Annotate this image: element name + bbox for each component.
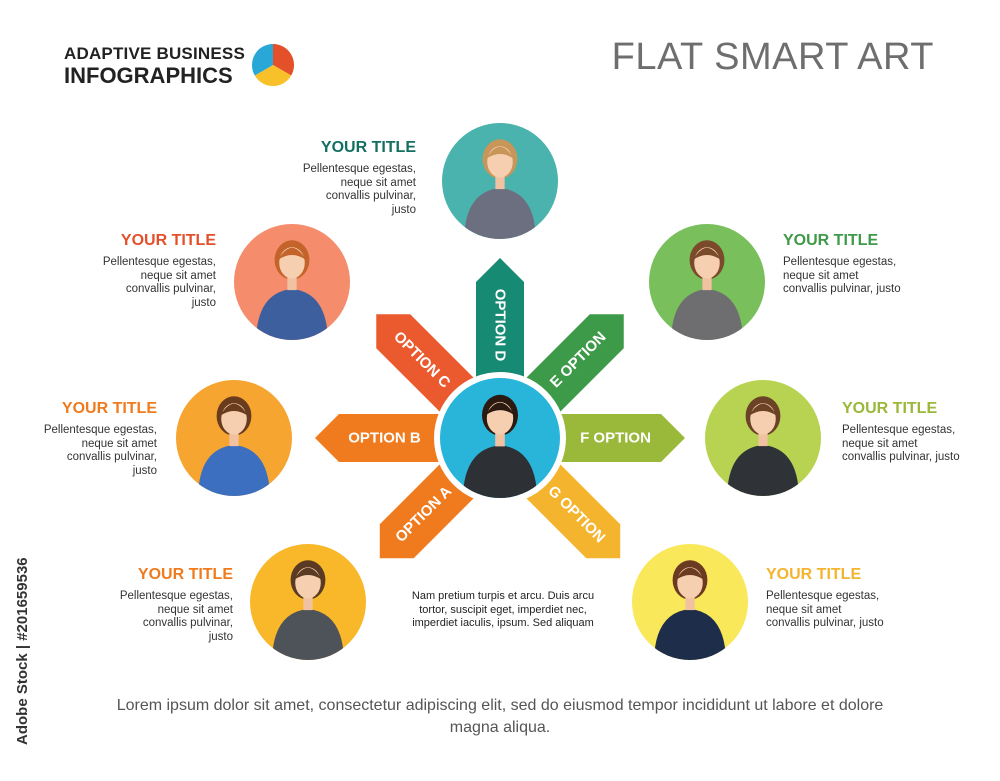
option-arrow-label: F OPTION bbox=[580, 430, 651, 447]
person-icon-4 bbox=[272, 560, 344, 660]
item-desc-g: Pellentesque egestas, neque sit amet con… bbox=[766, 590, 884, 629]
item-title-d: YOUR TITLE bbox=[320, 139, 416, 156]
side-watermark-text: Adobe Stock | #201659536 bbox=[14, 557, 31, 745]
option-arrow-label: OPTION D bbox=[492, 289, 509, 362]
center-text: Nam pretium turpis et arcu. Duis arcu to… bbox=[411, 590, 595, 629]
person-icon-5 bbox=[671, 240, 743, 340]
item-title-a: YOUR TITLE bbox=[137, 566, 233, 583]
item-desc-b: Pellentesque egestas, neque sit amet con… bbox=[43, 424, 157, 477]
main-title: FLAT SMART ART bbox=[611, 36, 934, 78]
item-title-b: YOUR TITLE bbox=[61, 400, 157, 417]
pie-logo-icon bbox=[252, 44, 294, 86]
item-desc-d: Pellentesque egestas, neque sit amet con… bbox=[302, 163, 416, 216]
brand: ADAPTIVE BUSINESS INFOGRAPHICS bbox=[64, 44, 245, 89]
item-title-e: YOUR TITLE bbox=[783, 232, 879, 249]
person-icon-2 bbox=[256, 240, 328, 340]
person-icon-1 bbox=[464, 139, 536, 239]
person-icon-7 bbox=[654, 560, 726, 660]
item-desc-f: Pellentesque egestas, neque sit amet con… bbox=[842, 424, 960, 463]
side-watermark: Adobe Stock | #201659536 bbox=[14, 545, 31, 760]
person-icon-6 bbox=[727, 396, 799, 496]
brand-line1: ADAPTIVE BUSINESS bbox=[64, 44, 245, 63]
item-title-g: YOUR TITLE bbox=[766, 566, 862, 583]
item-desc-c: Pellentesque egestas, neque sit amet con… bbox=[102, 256, 216, 309]
brand-line2: INFOGRAPHICS bbox=[64, 63, 233, 88]
item-title-f: YOUR TITLE bbox=[842, 400, 938, 417]
item-title-c: YOUR TITLE bbox=[120, 232, 216, 249]
item-desc-a: Pellentesque egestas, neque sit amet con… bbox=[119, 590, 233, 643]
center-person-icon bbox=[462, 394, 538, 498]
footer-text: Lorem ipsum dolor sit amet, consectetur … bbox=[116, 697, 884, 736]
person-icon-3 bbox=[198, 396, 270, 496]
option-arrow-label: OPTION B bbox=[348, 430, 421, 447]
item-desc-e: Pellentesque egestas, neque sit amet con… bbox=[783, 256, 901, 295]
